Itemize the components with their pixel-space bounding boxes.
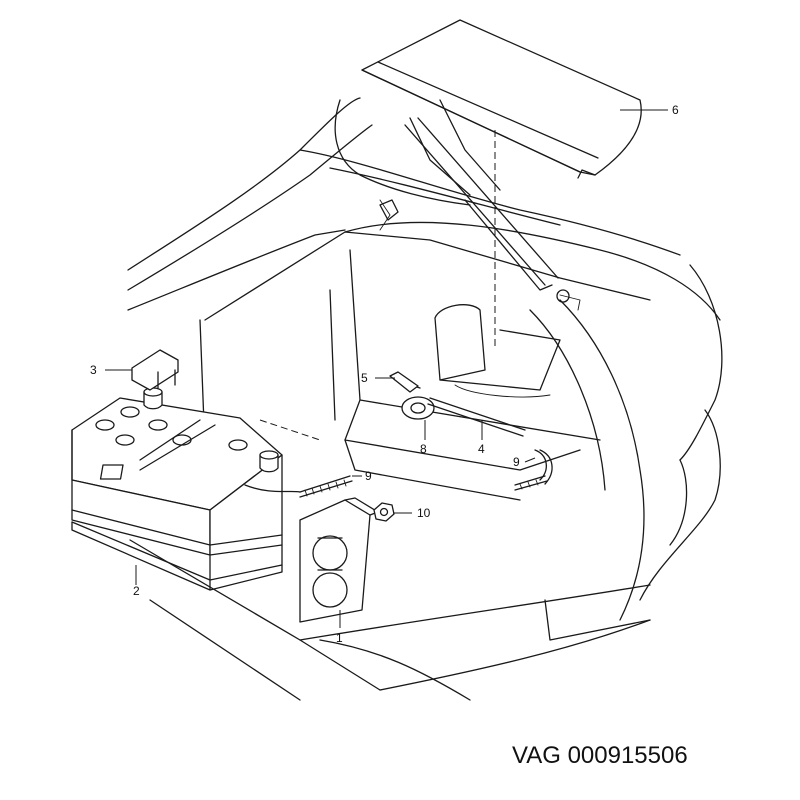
callout-10: 10 [417, 506, 431, 520]
floor-mat [361, 19, 642, 179]
callout-5: 5 [361, 371, 368, 385]
callout-3: 3 [90, 363, 97, 377]
hex-nut [373, 502, 395, 522]
callout-9-front: 9 [365, 469, 372, 483]
callout-4: 4 [478, 442, 485, 456]
callout-1: 1 [336, 631, 343, 645]
battery [71, 387, 283, 591]
callout-leaders [105, 109, 668, 628]
callout-6: 6 [672, 103, 679, 117]
callout-2: 2 [133, 584, 140, 598]
battery-cable [244, 475, 353, 498]
trunk-cable-assembly [389, 371, 553, 491]
callout-8: 8 [420, 442, 427, 456]
battery-holder-plate [299, 497, 379, 623]
part-number-label: VAG 000915506 [512, 742, 688, 769]
battery-bracket [131, 349, 179, 391]
callout-9-rear: 9 [513, 455, 520, 469]
trunk-body-outline [127, 97, 723, 701]
